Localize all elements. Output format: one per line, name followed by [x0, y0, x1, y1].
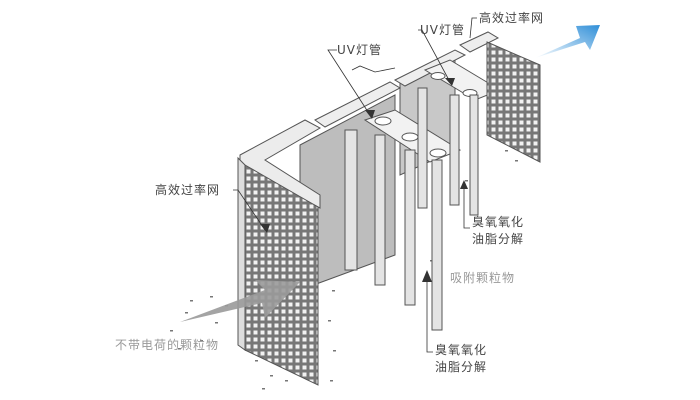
label-uncharged: 不带电荷的颗粒物	[115, 338, 220, 352]
label-filter-left: 高效过率网	[155, 183, 221, 197]
right-filter-mesh	[486, 41, 541, 163]
leader-arrowheads	[260, 78, 468, 282]
label-ozone-bottom-2: 油脂分解	[435, 360, 488, 374]
leader-lines	[233, 17, 477, 353]
outflow-arrow	[535, 25, 600, 58]
label-uv-lamp-left: UV灯管	[337, 43, 382, 57]
label-ozone-right-2: 油脂分解	[472, 232, 525, 246]
top-frame-right	[459, 31, 500, 53]
label-ozone-right-1: 臭氧氧化	[472, 215, 525, 229]
lamp-hole	[430, 72, 446, 80]
electrode-plates	[344, 87, 479, 331]
label-ozone-bottom-1: 臭氧氧化	[435, 343, 488, 357]
label-uv-lamp-right: UV灯管	[420, 23, 465, 37]
lamp-hole	[429, 148, 447, 158]
label-adsorb: 吸附颗粒物	[450, 271, 516, 285]
left-filter-edge	[237, 156, 246, 351]
uv-lamp-holder-1	[314, 81, 402, 128]
lamp-hole	[401, 132, 419, 142]
lamp-hole	[374, 116, 392, 126]
inflow-arrow	[180, 280, 300, 322]
label-filter-top: 高效过率网	[479, 11, 545, 25]
